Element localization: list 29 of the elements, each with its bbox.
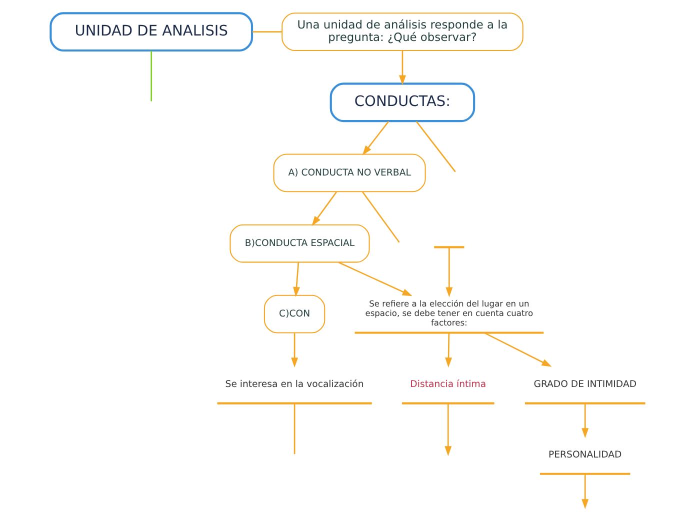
node-text: GRADO DE INTIMIDAD — [534, 378, 637, 390]
connector — [294, 403, 296, 454]
node-line — [434, 246, 464, 248]
node-box: UNIDAD DE ANALISIS — [50, 12, 254, 52]
node-box: C)CON — [264, 294, 326, 333]
arrow — [362, 120, 390, 155]
arrow — [444, 403, 452, 456]
arrow — [582, 474, 589, 509]
arrow — [582, 403, 589, 438]
node-box: Una unidad de análisis responde a la pregunta: ¿Qué observar? — [282, 12, 524, 51]
arrow — [291, 332, 298, 368]
connector — [416, 120, 456, 172]
arrow — [446, 246, 453, 297]
arrow — [312, 191, 338, 226]
connector — [252, 30, 282, 32]
node-text: Distancia íntima — [410, 378, 486, 390]
arrow — [338, 261, 412, 296]
node-box: B)CONDUCTA ESPACIAL — [230, 224, 370, 262]
arrow — [484, 332, 552, 366]
node-box: A) CONDUCTA NO VERBAL — [273, 153, 426, 192]
node-text: PERSONALIDAD — [548, 449, 622, 460]
arrow — [398, 50, 406, 85]
node-box: CONDUCTAS: — [330, 82, 476, 122]
connector — [150, 50, 152, 101]
arrow — [293, 262, 300, 296]
node-text: Se refiere a la elección del lugar en un espacio, se debe tener en cuenta cuatro factores: — [365, 298, 534, 327]
node-text: Se interesa en la vocalización — [225, 378, 364, 390]
arrow — [445, 332, 452, 368]
connector — [362, 191, 400, 242]
